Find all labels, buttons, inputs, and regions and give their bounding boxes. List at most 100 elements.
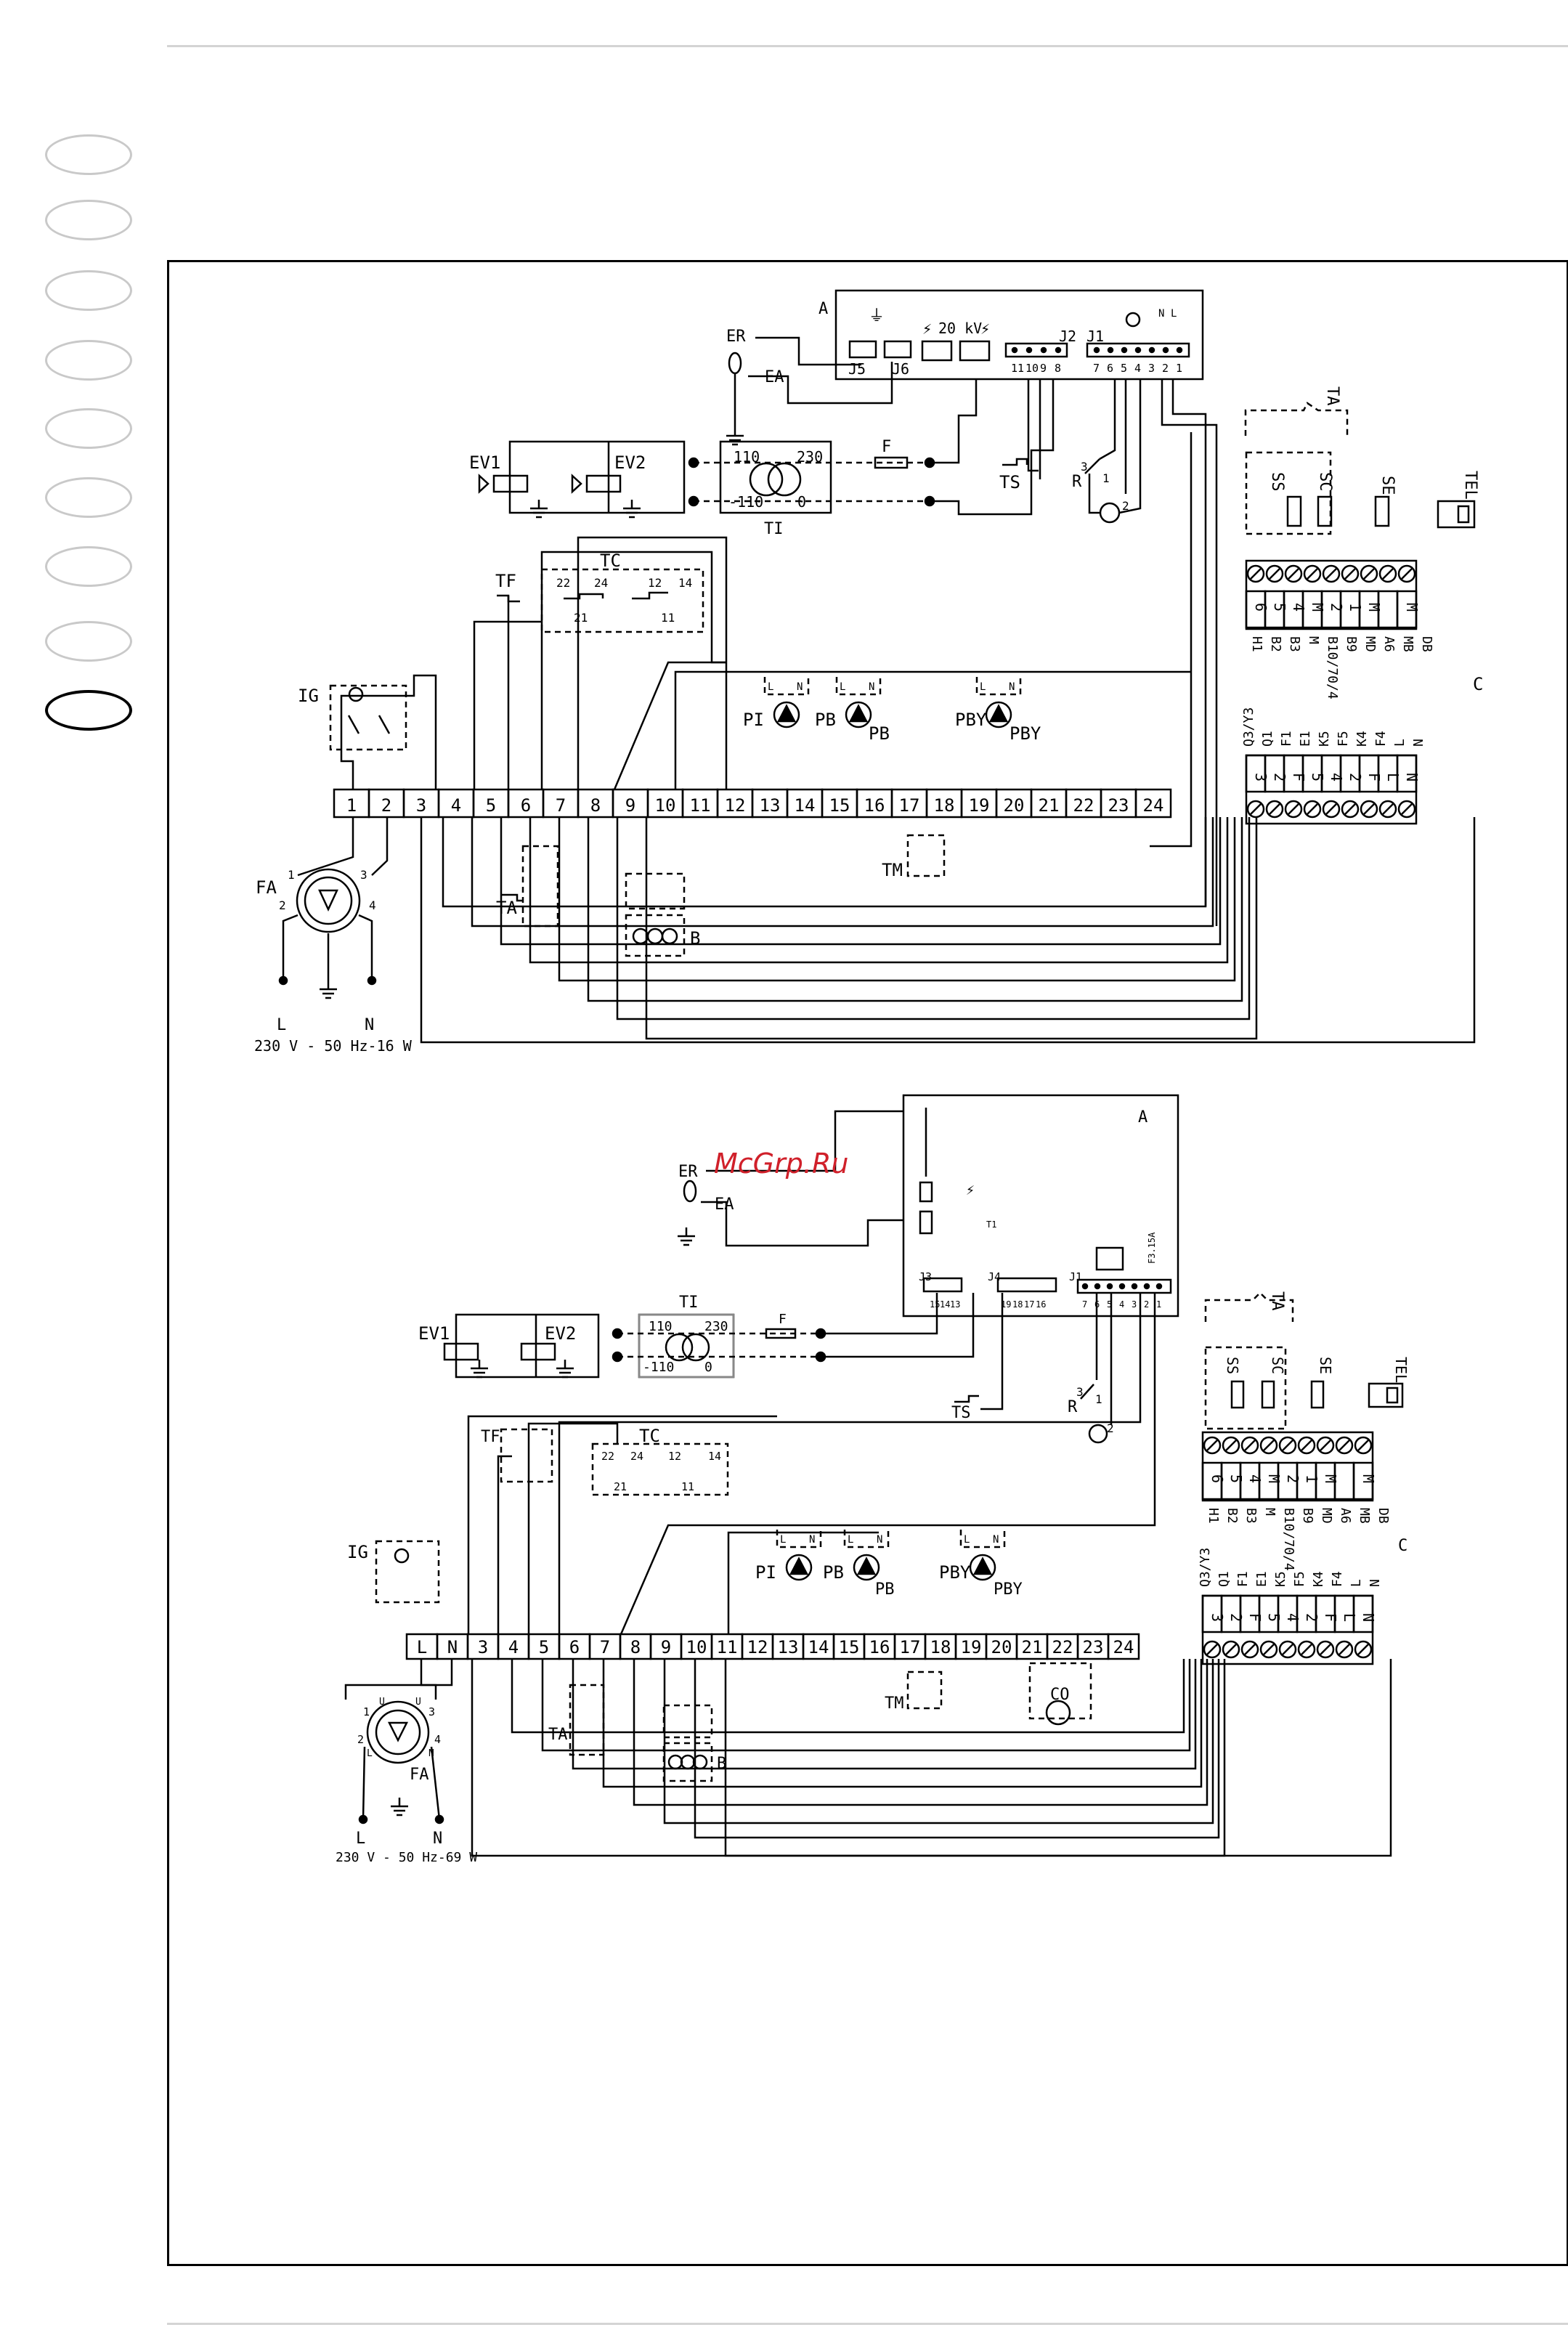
wire [340,674,437,789]
bus-wire-8 [724,1659,1226,1857]
j1-pin-label-2: 2 [1162,362,1169,375]
plug-pin-3: 3 [360,868,367,882]
pump-pb-icon [856,1556,877,1575]
ctrl1-lower-cell-label-6: 2 [1346,773,1364,782]
strip1-terminal-label-2: 2 [381,795,391,816]
burner-coil-box [625,914,686,957]
ctrl1-lower-screw-7 [1360,800,1378,819]
ctrl1-upper-screw-2 [1265,564,1284,583]
plug-pin-1: 1 [363,1705,370,1718]
ctrl1-upper-screw-8 [1382,568,1394,580]
wire [297,817,354,877]
ctrl2-lower-screw-1 [1203,1640,1222,1659]
switch-ig-contact [378,715,391,734]
transformer-ti [638,1313,735,1379]
ts-label: TS [999,472,1020,492]
strip2-terminal-label-3: 3 [478,1637,488,1657]
ctrl2-lower-name-2: Q1 [1216,1571,1232,1587]
ctrl2-lower-name-7: K4 [1311,1571,1326,1587]
side-tab-6[interactable] [45,477,132,518]
bus-wire-5 [558,817,1236,982]
ctrl2-upper-screw-3 [1244,1440,1256,1451]
sensor-ss-resistor [1286,495,1302,527]
strip1-terminal-label-24: 24 [1143,795,1164,816]
side-tab-4[interactable] [45,340,132,381]
burner-label: B [690,928,700,949]
j2-pin [1025,346,1033,354]
ctrl2-lower-cell-label-5: 4 [1284,1613,1301,1622]
plug-fa [366,1700,430,1764]
strip1-terminal-label-23: 23 [1108,795,1129,816]
ctrl1-upper-cell-label-9: M [1403,603,1421,612]
room-thermostat-label: TA [496,898,517,918]
side-tab-2[interactable] [45,200,132,240]
sensor-ta-wire [1204,1291,1294,1322]
side-tab-8[interactable] [45,621,132,662]
ctrl2-upper-cell-9 [1352,1461,1374,1501]
supply-spec-label: 230 V - 50 Hz-16 W [254,1037,413,1055]
j3-pin-label-13: 13 [950,1299,960,1310]
bus-wire-1 [511,1659,1185,1734]
strip1-terminal-label-16: 16 [864,795,885,816]
pump-pb-mark-l: L [840,681,845,693]
electrode-ea-label: EA [715,1196,734,1214]
transformer-label: TI [764,520,784,538]
ctrl2-lower-screw-2 [1225,1644,1237,1655]
j1-pin [1107,346,1114,354]
side-tab-9[interactable] [45,690,132,731]
ctrl2-upper-screw-1 [1203,1436,1222,1455]
side-tab-1[interactable] [45,134,132,175]
side-tab-7[interactable] [45,546,132,587]
ctrl1-upper-name-4: M [1306,636,1321,644]
j1-pin [1155,1283,1163,1290]
pump-pb-icon [853,1554,880,1581]
board-mark: T1 [986,1219,996,1230]
wire [1027,379,1039,472]
ctrl2-lower-screw-6 [1297,1640,1316,1659]
wire-er [755,336,861,366]
ctrl2-upper-screw-2 [1222,1436,1240,1455]
ctrl2-lower-screw-8 [1335,1640,1354,1659]
ctrl2-lower-screw-9 [1354,1640,1373,1659]
j1-pin [1081,1283,1089,1290]
strip1-terminal-label-1: 1 [346,795,357,816]
watermark-text: McGrp.Ru [714,1148,849,1180]
ctrl2-lower-screw-8 [1339,1644,1350,1655]
ctrl2-lower-cell-label-6: 2 [1303,1613,1320,1622]
wire [821,1293,938,1335]
ctrl2-upper-screw-7 [1320,1440,1331,1451]
ctrl1-lower-cell-9 [1396,754,1418,793]
valve-ev1-coil [492,474,529,493]
ctrl2-upper-name-2: B2 [1224,1508,1240,1524]
ctrl1-upper-name-5: B10/70/4 [1325,636,1340,699]
burner-coil [661,927,678,945]
wire [467,1415,777,1634]
j1-top-label-n: N [1158,308,1164,320]
sensor-se-label: SE [1378,476,1397,495]
plug-fa-label: FA [410,1766,429,1784]
co-icon [1045,1700,1071,1726]
bus-wire-4 [529,817,1229,964]
side-tab-5[interactable] [45,408,132,449]
pump-pby-label: PBY [955,710,987,730]
j2-pin-label-9: 9 [1040,362,1047,375]
node [358,1814,368,1824]
ctrl1-upper-cell-label-2: 5 [1271,603,1288,612]
ctrl2-lower-cell-label-8: L [1341,1613,1358,1622]
ctrl1-lower-cell-label-1: 3 [1252,773,1270,782]
strip2-terminal-label-17: 17 [900,1637,921,1657]
ctrl2-upper-cell-label-9: M [1360,1474,1377,1483]
ctrl2-upper-screw-1 [1206,1440,1218,1451]
ctrl2-lower-name-6: F5 [1292,1571,1307,1587]
connector-j4-label: J4 [988,1270,1001,1283]
wire-er [706,1110,903,1172]
strip2-terminal-label-22: 22 [1052,1637,1073,1657]
pump-pi-mark-n: N [797,681,803,693]
ctrl1-lower-name-3: F1 [1279,731,1294,747]
ctrl1-upper-name-8: A6 [1381,636,1397,652]
side-tab-3[interactable] [45,270,132,311]
plug-fa-inner [304,876,353,925]
j4-pin-label-17: 17 [1024,1299,1034,1310]
room-thermostat-label: TA [548,1726,568,1744]
